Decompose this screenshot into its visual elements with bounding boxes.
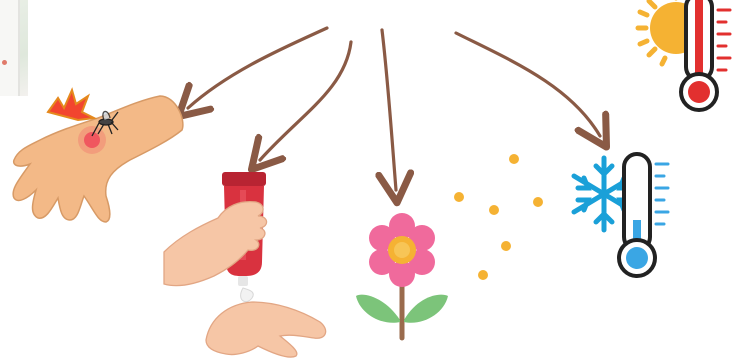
- pollen-dots: [454, 154, 543, 280]
- hot-thermometer-bulb-fill: [688, 81, 710, 103]
- hot-thermometer-icon: [638, 0, 730, 110]
- cold-thermometer-icon: [574, 154, 668, 276]
- arrows-group: [188, 28, 600, 190]
- receiving-hand: [206, 302, 326, 357]
- hand-shape: [13, 96, 183, 222]
- hot-thermometer-mercury: [695, 0, 703, 82]
- cold-scale-ticks: [656, 164, 668, 224]
- leaf-right: [404, 295, 448, 323]
- flower-pollen-icon: [356, 154, 543, 338]
- hot-scale-ticks: [718, 10, 730, 70]
- ointment-hand-icon: [164, 172, 326, 357]
- tube-nozzle: [238, 276, 248, 286]
- bite-glow: [78, 126, 106, 154]
- arrow-to-flower: [382, 30, 396, 190]
- leaf-left: [356, 295, 400, 323]
- mosquito-bite-icon: [13, 90, 183, 222]
- pain-burst: [48, 90, 94, 120]
- tube-cap: [222, 172, 266, 186]
- arrow-to-mosquito-bite: [188, 28, 327, 108]
- cream-drop: [241, 288, 254, 302]
- flower-center-inner: [394, 242, 410, 258]
- cold-thermometer-bulb-fill: [626, 247, 648, 269]
- arrow-to-cold: [456, 33, 600, 136]
- arrow-to-ointment: [260, 42, 351, 160]
